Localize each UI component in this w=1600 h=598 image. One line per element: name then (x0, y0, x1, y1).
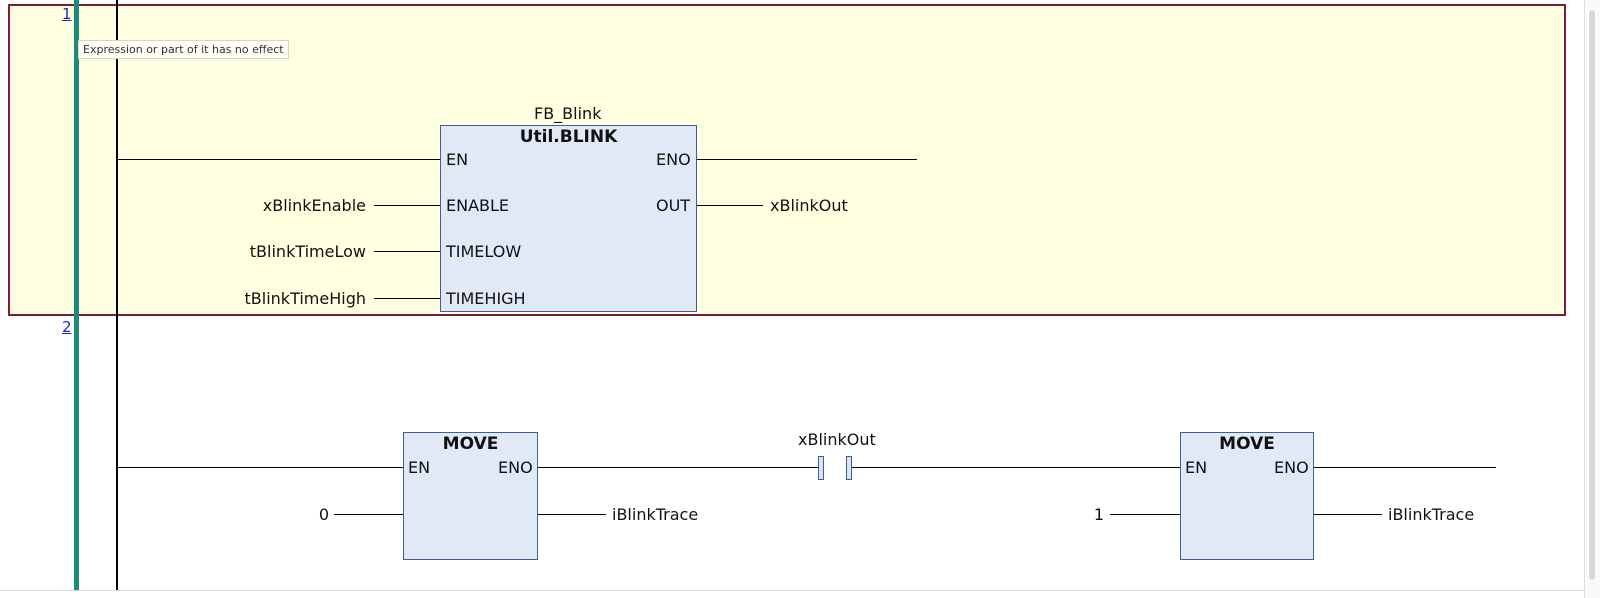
pin-timehigh[interactable]: TIMEHIGH (446, 289, 526, 308)
move-block-2[interactable] (1180, 432, 1314, 560)
blink-function-block[interactable] (440, 125, 697, 312)
pin-enable[interactable]: ENABLE (446, 196, 510, 215)
move1-pin-eno[interactable]: ENO (498, 458, 533, 477)
rung-number-2[interactable]: 2 (62, 318, 72, 336)
warning-tooltip: Expression or part of it has no effect (78, 40, 289, 59)
rung-number-1[interactable]: 1 (62, 5, 72, 23)
move-block-1[interactable] (403, 432, 538, 560)
input-var-timelow[interactable]: tBlinkTimeLow (249, 242, 366, 261)
wire-timelow (374, 251, 440, 252)
wire-rung2-start (118, 467, 403, 468)
wire-move1-to-contact (538, 467, 818, 468)
left-power-rail (74, 0, 79, 590)
wire-move2-input (1110, 514, 1180, 515)
output-var-out[interactable]: xBlinkOut (770, 196, 848, 215)
wire-out (697, 205, 763, 206)
wire-rung2-end (1314, 467, 1496, 468)
wire-move1-input (334, 514, 403, 515)
move1-pin-en[interactable]: EN (408, 458, 431, 477)
fb-instance-name[interactable]: FB_Blink (534, 104, 602, 123)
scrollbar-thumb[interactable] (1589, 10, 1595, 580)
move1-output-var[interactable]: iBlinkTrace (612, 505, 699, 524)
input-var-enable[interactable]: xBlinkEnable (262, 196, 366, 215)
wire-enable (374, 205, 440, 206)
blink-block-type: Util.BLINK (519, 127, 618, 147)
pin-en[interactable]: EN (446, 150, 469, 169)
wire-move2-output (1314, 514, 1382, 515)
contact-right-bar[interactable] (846, 456, 852, 480)
move-block-1-title: MOVE (442, 434, 499, 454)
contact-left-bar[interactable] (818, 456, 824, 480)
input-var-timehigh[interactable]: tBlinkTimeHigh (244, 289, 366, 308)
ladder-vertical-line (116, 0, 118, 590)
wire-en (118, 159, 440, 160)
wire-move1-output (538, 514, 606, 515)
wire-timehigh (374, 298, 440, 299)
move2-input-value[interactable]: 1 (1093, 505, 1104, 524)
pin-timelow[interactable]: TIMELOW (446, 242, 522, 261)
move2-output-var[interactable]: iBlinkTrace (1388, 505, 1475, 524)
move-block-2-title: MOVE (1219, 434, 1275, 454)
move1-input-value[interactable]: 0 (318, 505, 329, 524)
bottom-divider (0, 590, 1584, 591)
pin-eno[interactable]: ENO (656, 150, 691, 169)
move2-pin-en[interactable]: EN (1185, 458, 1208, 477)
wire-eno (697, 159, 917, 160)
wire-contact-to-move2 (852, 467, 1180, 468)
contact-variable[interactable]: xBlinkOut (798, 430, 876, 449)
move2-pin-eno[interactable]: ENO (1274, 458, 1309, 477)
pin-out[interactable]: OUT (656, 196, 691, 215)
